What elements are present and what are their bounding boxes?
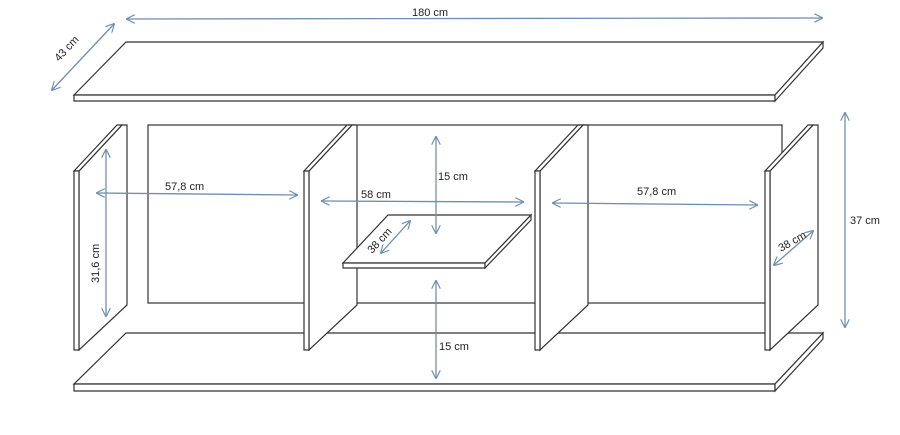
inner-height-label: 31,6 cm: [90, 244, 102, 283]
right-compartment-dimension-line: [553, 203, 757, 205]
side-depth-dimension-line: [774, 231, 813, 265]
left-compartment-label: 57,8 cm: [165, 181, 204, 193]
left-divider-panel: [302, 124, 358, 352]
total-height-label: 37 cm: [850, 215, 880, 227]
middle-compartment-label: 58 cm: [361, 189, 391, 201]
back-panel: [147, 124, 783, 304]
depth-label: 43 cm: [52, 34, 81, 64]
width-dimension-line: [127, 18, 822, 19]
bottom-panel: [72, 331, 825, 393]
width-label: 180 cm: [412, 7, 448, 19]
left-compartment-dimension-line: [97, 193, 297, 195]
right-compartment-label: 57,8 cm: [637, 186, 676, 198]
middle-compartment-dimension-line: [322, 201, 523, 202]
shelf-depth-dimension-line: [381, 221, 410, 253]
right-divider-panel: [533, 124, 589, 352]
upper-gap-label: 15 cm: [438, 171, 468, 183]
lower-gap-label: 15 cm: [439, 341, 469, 353]
top-panel: [72, 40, 825, 103]
left-side-panel: [72, 124, 128, 352]
depth-dimension-line: [52, 24, 114, 90]
